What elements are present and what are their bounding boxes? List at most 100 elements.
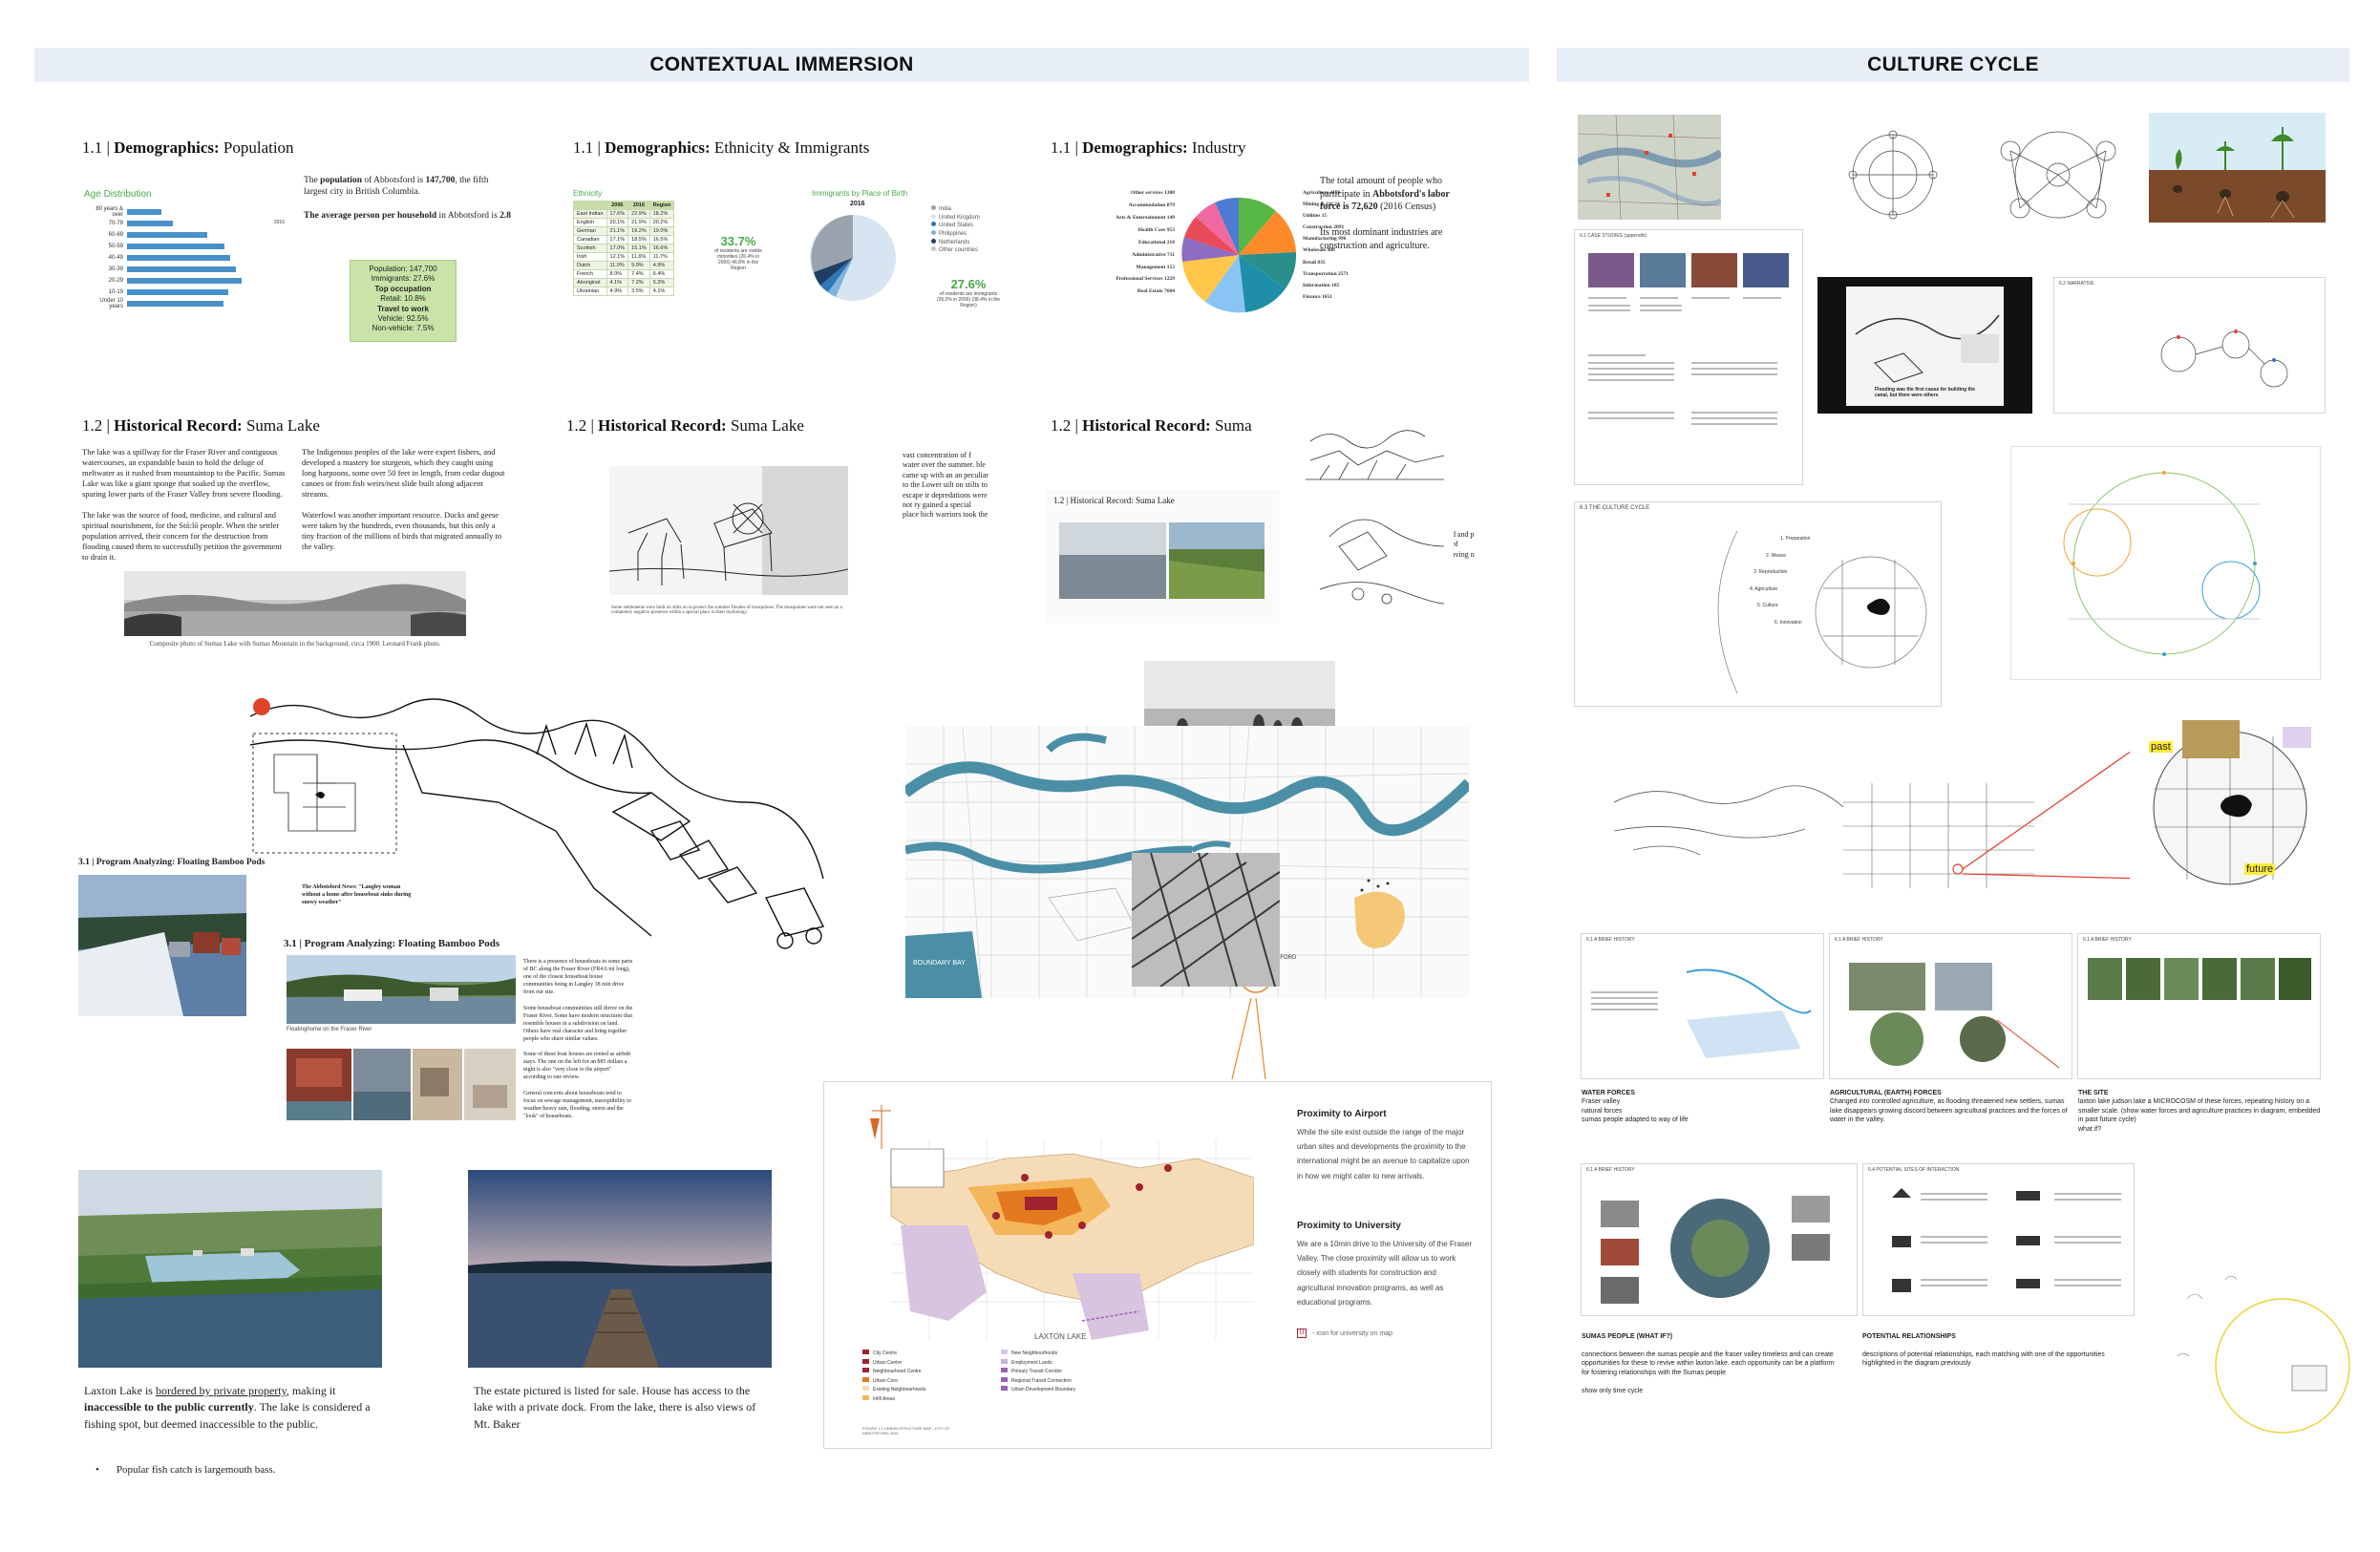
suma-lake-panorama-photo [124, 571, 466, 636]
narrative-title: 6.2 NARRATIVE [2059, 281, 2094, 287]
brief-history-card-1: 6.1 A BRIEF HISTORY [1581, 933, 1824, 1079]
suma-lake-title-1: 1.2 | Historical Record: Suma Lake [82, 416, 320, 435]
table-cell: 4.1% [648, 287, 675, 296]
table-cell: 3.5% [627, 287, 650, 296]
table-cell: 4.9% [606, 287, 629, 296]
map-legend-item: City Centre [862, 1350, 991, 1359]
urban-map-figure-note: FIGURE 1.1 URBAN STRUCTURE MAP - CITY OF… [862, 1426, 950, 1435]
table-cell: French [573, 269, 607, 279]
fraser-river-sketch [249, 688, 842, 974]
laxton-lake-bullet: •Popular fish catch is largemouth bass. [96, 1464, 276, 1476]
table-cell: 12.1% [606, 252, 629, 262]
cycle-diagram-sketch-1 [1826, 113, 1960, 237]
age-bar-label: 70-79 [108, 220, 123, 226]
map-legend-item: Regional Transit Connection [1001, 1376, 1130, 1387]
age-bar [127, 277, 242, 284]
age-bar-label: 50-59 [108, 243, 123, 249]
immigrant-stat: 27.6% of residents are immigrants (26.2%… [936, 277, 1001, 308]
table-cell: 11.6% [627, 252, 650, 262]
population-title: 1.1 | Demographics: Population [82, 138, 294, 157]
industry-label: Utilities 15 [1303, 213, 1328, 220]
age-bar-label: 40-49 [108, 254, 123, 261]
map-legend-item: Neighbourhood Centre [862, 1368, 991, 1377]
table-cell: Scottish [573, 244, 607, 253]
bamboo-pods-title-1: 3.1 | Program Analyzing: Floating Bamboo… [78, 858, 266, 867]
table-cell: 4.9% [648, 261, 675, 270]
population-text: The population of Abbotsford is 147,700,… [304, 176, 512, 222]
map-callout-lines [1231, 998, 1266, 1080]
map-legend-item: Urban Core [862, 1376, 991, 1387]
table-cell: 16.5% [648, 235, 675, 244]
table-cell: 11.0% [606, 261, 629, 270]
cycle-diagram-card [2010, 446, 2321, 680]
immigrant-pie-year: 2016 [850, 201, 865, 207]
pie-legend-item: United Kingdom [931, 213, 980, 223]
table-cell: 18.5% [627, 235, 650, 244]
industry-label: Professional Services 1229 [1116, 276, 1175, 283]
table-cell: English [573, 218, 607, 227]
table-cell: Irish [573, 252, 607, 262]
plant-growth-illustration [2149, 113, 2326, 223]
table-cell: 17.1% [606, 235, 629, 244]
agri-forces-note: AGRICULTURAL (EARTH) FORCES Changed into… [1830, 1090, 2068, 1124]
stilt-house-sketch [608, 466, 849, 595]
table-cell: 20.2% [648, 218, 675, 227]
age-bar-label: 30-39 [108, 266, 123, 272]
map-legend-item: Urban Development Boundary [1001, 1386, 1130, 1395]
age-bar [127, 288, 228, 295]
estate-text: The estate pictured is listed for sale. … [474, 1384, 756, 1431]
floatinghome-caption: Floatinghome on the Fraser River [287, 1027, 372, 1032]
age-bar-label: 60-69 [108, 231, 123, 238]
age-bar-label: 20-29 [108, 277, 123, 284]
brief-history-diagram: 6.1 A BRIEF HISTORY [1581, 1163, 1858, 1316]
historic-map-image [1578, 115, 1721, 220]
laxton-lake-text: Laxton Lake is bordered by private prope… [84, 1384, 371, 1431]
case-studies-card: 6.1 CASE STUDIES (appendix) [1574, 229, 1803, 485]
industry-title: 1.1 | Demographics: Industry [1051, 138, 1246, 157]
table-cell: 19.0% [648, 226, 675, 236]
pie-legend-item: United States [931, 222, 980, 230]
industry-label: Finance 1651 [1303, 293, 1333, 300]
table-cell: Canadian [573, 235, 607, 244]
table-cell: 15.1% [627, 244, 650, 253]
ethnicity-title: 1.1 | Demographics: Ethnicity & Immigran… [573, 138, 870, 157]
houseboat-interior-photos [287, 1049, 516, 1120]
map-legend-item: New Neighbourhoods [1001, 1350, 1130, 1359]
snowy-houseboat-photo [78, 875, 246, 1016]
age-bar [127, 266, 236, 272]
industry-label: Transportation 2571 [1303, 270, 1349, 277]
table-cell: 7.4% [627, 269, 650, 279]
table-cell: 21.9% [627, 218, 650, 227]
laxton-lake-label: LAXTON LAKE [1034, 1332, 1087, 1341]
age-bar-row: 60-69 [84, 230, 285, 239]
visible-minority-stat: 33.7% of residents are visible minoritie… [714, 234, 762, 271]
industry-label: Information 185 [1303, 282, 1340, 288]
age-bar [127, 300, 223, 307]
age-bar-label: Under 10 years [99, 297, 123, 309]
ethnicity-header-cell: 2006 [606, 201, 629, 210]
age-bar-label: 10-19 [108, 288, 123, 295]
cycle-step: 4. Agriculture [1750, 585, 1778, 592]
table-cell: 21.1% [606, 226, 629, 236]
suma-lake-col-1: The lake was a spillway for the Fraser R… [82, 447, 286, 563]
age-bar-row: 20-29 [84, 276, 285, 285]
suma-lake-title-2: 1.2 | Historical Record: Suma Lake [566, 416, 804, 435]
stilt-house-caption: Some settlements were built on stilts on… [611, 606, 842, 615]
banner-contextual-immersion: CONTEXTUAL IMMERSION [34, 48, 1529, 82]
table-cell: 7.2% [627, 278, 650, 287]
proximity-airport: Proximity to Airport While the site exis… [1297, 1109, 1470, 1180]
age-bar [127, 220, 173, 226]
age-bar [127, 208, 161, 215]
